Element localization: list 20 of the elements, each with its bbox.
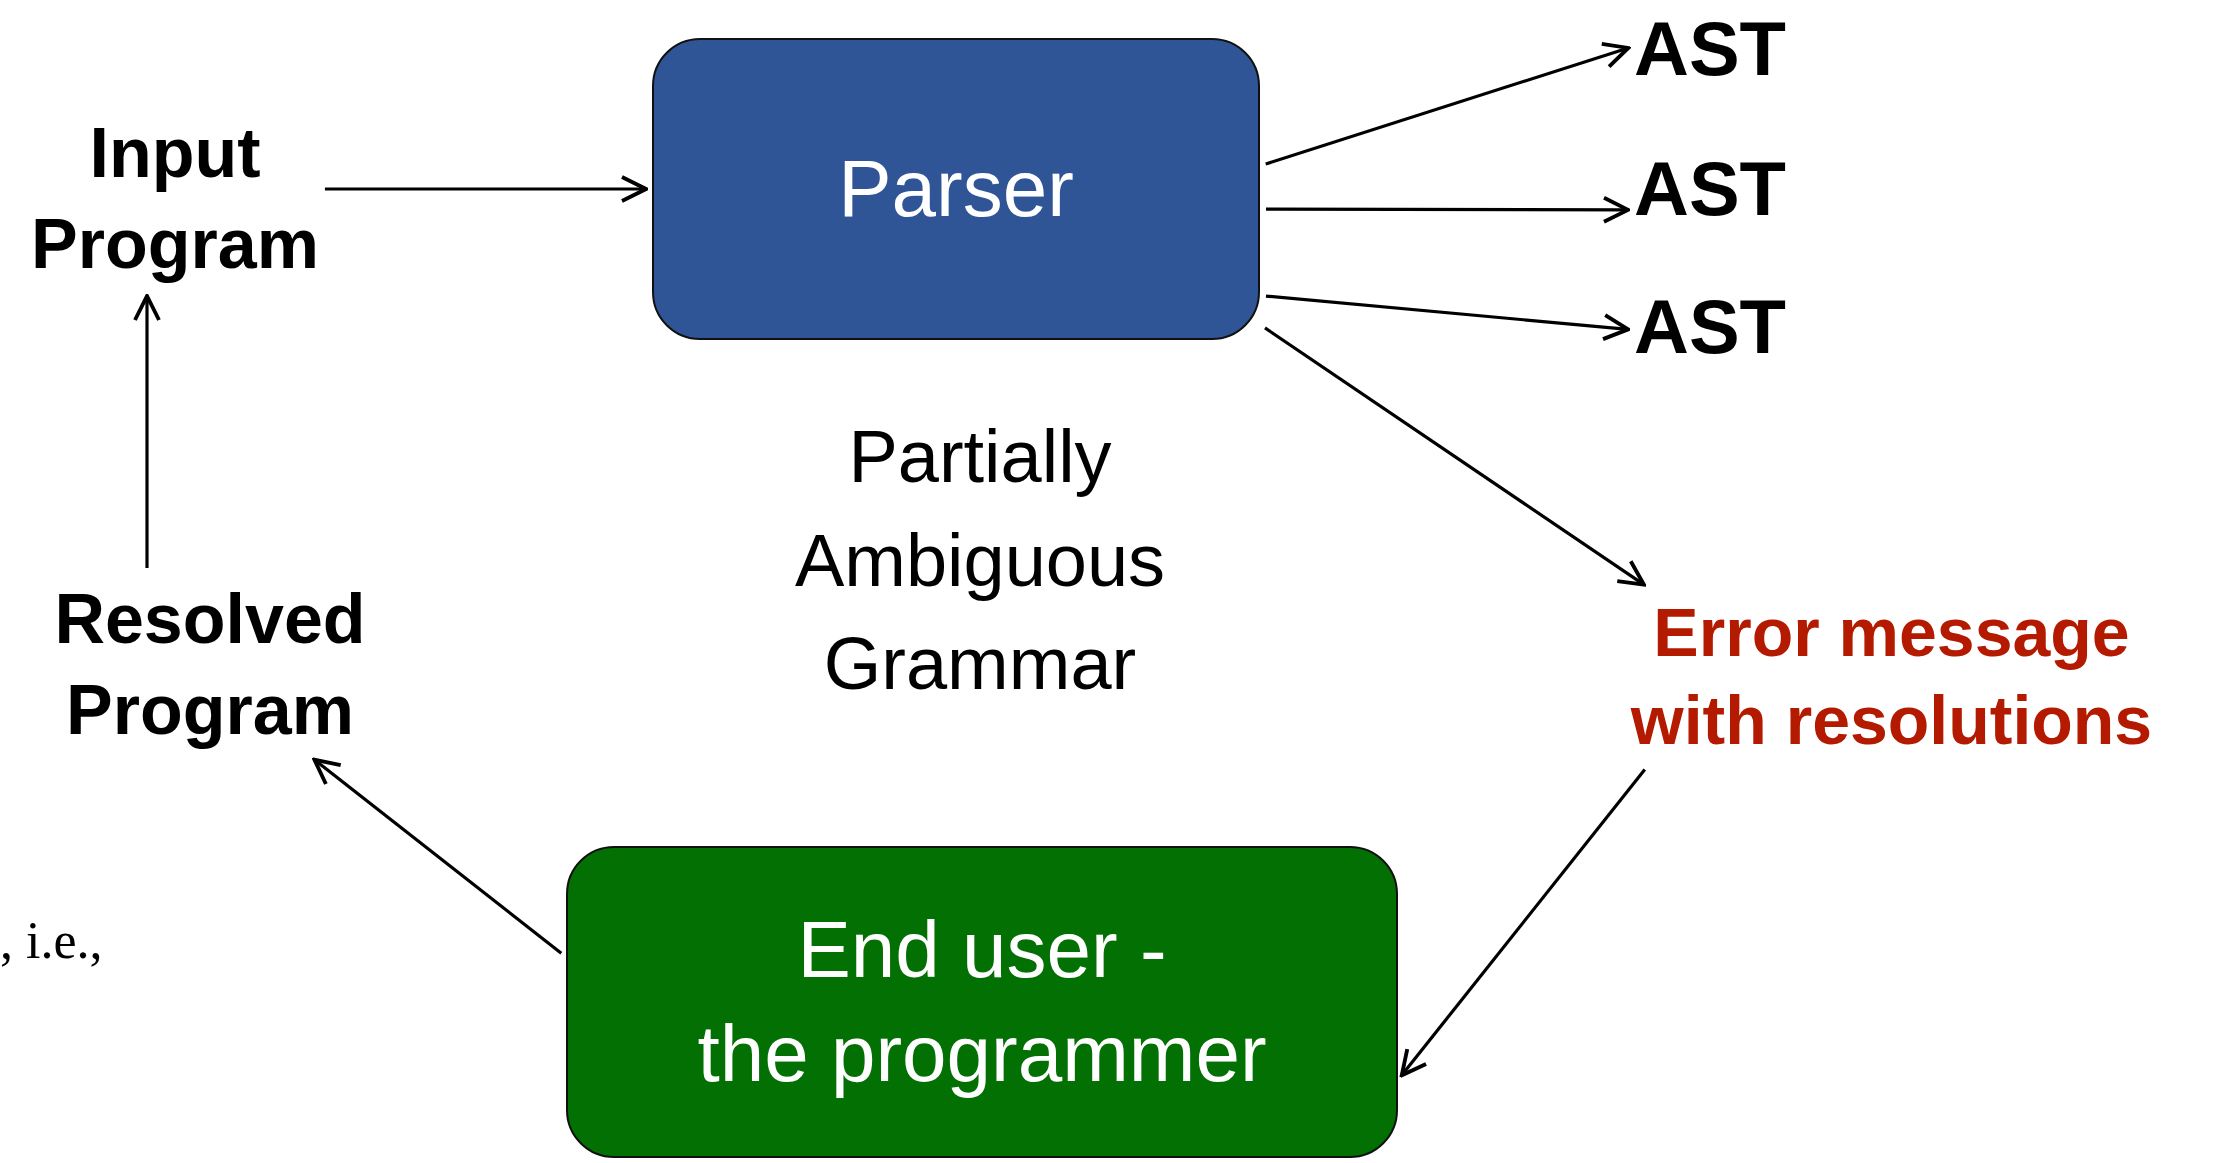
output-label: AST <box>1634 283 1786 371</box>
arrow <box>1264 326 1646 587</box>
process-box <box>652 38 1260 340</box>
output-label: AST <box>1634 145 1786 233</box>
output-label: AST <box>1634 5 1786 93</box>
arrow <box>1265 294 1630 342</box>
note-text: , i.e., <box>0 911 104 971</box>
actor-box <box>566 846 1398 1158</box>
arrow <box>1399 768 1647 1078</box>
arrow <box>1266 195 1630 224</box>
box-label: Parser <box>838 143 1074 235</box>
arrow <box>1265 41 1631 166</box>
error-message: Error message with resolutions <box>1630 593 2153 761</box>
arrow <box>324 175 648 203</box>
input-label: Input Program <box>31 113 319 285</box>
output-label: Resolved Program <box>54 579 366 751</box>
grammar-note: Partially Ambiguous Grammar <box>793 414 1167 708</box>
arrow <box>312 757 563 955</box>
box-label: End user - the programmer <box>697 904 1267 1100</box>
arrow <box>133 294 161 568</box>
